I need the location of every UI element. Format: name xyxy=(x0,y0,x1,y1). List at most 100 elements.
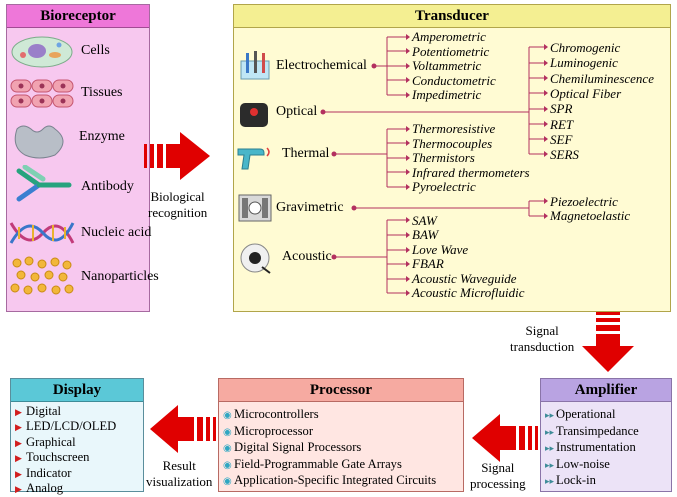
processor-item-label: Microcontrollers xyxy=(234,407,319,421)
bullet-icon: ◉ xyxy=(223,426,232,438)
processor-item: ◉Microprocessor xyxy=(223,424,436,441)
bullet-icon: ◉ xyxy=(223,443,232,454)
arrow-to-processor xyxy=(472,414,538,462)
display-item-label: Graphical xyxy=(26,434,76,449)
caption-line: Signal xyxy=(481,460,515,475)
processor-item: ◉Field-Programmable Gate Arrays xyxy=(223,457,436,474)
transducer-connectors xyxy=(320,34,548,296)
double-chevron-icon: ▸▸ xyxy=(545,410,555,420)
electrochemical-item: Conductometric xyxy=(412,73,496,88)
amplifier-title: Amplifier xyxy=(541,379,671,402)
electrochemical-item: Impedimetric xyxy=(412,87,482,102)
optical-item: SEF xyxy=(550,132,573,147)
triangle-bullet-icon: ▶ xyxy=(15,484,22,495)
amplifier-item: ▸▸Low-noise xyxy=(545,457,639,474)
bioreceptor-title: Bioreceptor xyxy=(7,5,149,28)
gravimetric-item: Magnetoelastic xyxy=(550,208,631,223)
processor-item-label: Digital Signal Processors xyxy=(234,440,362,454)
processor-list: ◉Microcontrollers ◉Microprocessor ◉Digit… xyxy=(223,407,436,490)
bullet-icon: ◉ xyxy=(223,410,232,421)
display-item: ▶LED/LCD/OLED xyxy=(15,419,116,434)
processor-item: ◉Application-Specific Integrated Circuit… xyxy=(223,473,436,490)
caption-line: Result xyxy=(162,458,196,473)
bio-item-enzyme: Enzyme xyxy=(79,129,125,144)
display-item-label: Touchscreen xyxy=(26,450,90,465)
caption-signal-transduction: Signal transduction xyxy=(510,323,574,355)
triangle-bullet-icon: ▶ xyxy=(15,468,22,479)
bio-item-tissues: Tissues xyxy=(81,85,123,100)
electrochemical-icon xyxy=(240,51,270,80)
display-title: Display xyxy=(11,379,143,402)
transducer-box: Transducer xyxy=(233,4,671,312)
amplifier-item: ▸▸Transimpedance xyxy=(545,424,639,441)
optical-item: SPR xyxy=(550,101,573,116)
acoustic-item: Love Wave xyxy=(412,242,469,257)
category-gravimetric: Gravimetric xyxy=(276,200,344,215)
arrow-to-transducer xyxy=(144,132,210,180)
processor-item-label: Microprocessor xyxy=(234,423,314,438)
amplifier-item-label: Lock-in xyxy=(556,473,596,487)
amplifier-box: Amplifier ▸▸Operational ▸▸Transimpedance… xyxy=(540,378,672,492)
display-list: ▶Digital ▶LED/LCD/OLED ▶Graphical ▶Touch… xyxy=(15,404,116,496)
display-item-label: Analog xyxy=(26,481,64,496)
triangle-bullet-icon: ▶ xyxy=(15,407,22,417)
gravimetric-item: Piezoelectric xyxy=(550,194,618,209)
thermometer-icon xyxy=(237,147,270,170)
bioreceptor-box: Bioreceptor Cells Tissues Enzyme Antibod… xyxy=(6,4,159,312)
acoustic-item: BAW xyxy=(412,227,439,242)
processor-item-label: Application-Specific Integrated Circuits xyxy=(234,473,437,487)
caption-line: Signal xyxy=(525,323,559,338)
category-optical: Optical xyxy=(276,104,318,119)
amplifier-item-label: Low-noise xyxy=(556,456,610,471)
processor-title: Processor xyxy=(219,379,463,402)
double-chevron-icon: ▸▸ xyxy=(545,443,555,453)
double-chevron-icon: ▸▸ xyxy=(545,459,555,470)
bullet-icon: ◉ xyxy=(223,476,232,487)
display-item: ▶ Digital xyxy=(15,404,116,419)
display-item-label: Digital xyxy=(26,404,61,418)
optical-item: SERS xyxy=(550,147,579,162)
amplifier-item: ▸▸Operational xyxy=(545,407,639,424)
caption-line: processing xyxy=(470,476,526,491)
triangle-bullet-icon: ▶ xyxy=(15,453,22,464)
nanoparticles-icon xyxy=(10,256,74,295)
double-chevron-icon: ▸▸ xyxy=(545,476,555,486)
electrochemical-item: Amperometric xyxy=(412,29,486,44)
bio-item-cells: Cells xyxy=(81,43,110,58)
optical-icon xyxy=(240,103,268,127)
display-item-label: LED/LCD/OLED xyxy=(26,419,117,434)
amplifier-list: ▸▸Operational ▸▸Transimpedance ▸▸Instrum… xyxy=(545,407,639,490)
bio-item-antibody: Antibody xyxy=(81,179,134,194)
category-thermal: Thermal xyxy=(282,146,330,161)
thermal-item: Thermistors xyxy=(412,150,475,165)
bio-item-nucleic-acid: Nucleic acid xyxy=(81,225,152,240)
transducer-title: Transducer xyxy=(234,5,670,28)
category-acoustic: Acoustic xyxy=(282,249,332,264)
thermal-item: Infrared thermometers xyxy=(412,165,530,180)
dna-icon xyxy=(9,222,75,244)
electrochemical-item: Potentiometric xyxy=(412,44,490,59)
optical-item: Luminogenic xyxy=(550,55,618,70)
display-item: ▶ Graphical xyxy=(15,435,116,450)
arrow-to-amplifier xyxy=(582,312,634,372)
optical-item: Chemiluminescence xyxy=(550,71,654,86)
processor-item-label: Field-Programmable Gate Arrays xyxy=(234,456,402,471)
display-item: ▶ Touchscreen xyxy=(15,450,116,465)
amplifier-item-label: Operational xyxy=(556,407,616,421)
arrow-to-display xyxy=(150,405,216,453)
caption-line: recognition xyxy=(148,205,208,220)
thermal-item: Thermoresistive xyxy=(412,121,496,136)
electrochemical-item: Voltammetric xyxy=(412,58,482,73)
enzyme-icon xyxy=(14,125,64,159)
gravimetric-icon xyxy=(238,194,272,222)
double-chevron-icon: ▸▸ xyxy=(545,426,555,437)
caption-line: visualization xyxy=(146,474,213,489)
tissues-icon xyxy=(10,79,74,108)
triangle-bullet-icon: ▶ xyxy=(15,437,22,448)
caption-line: Biological xyxy=(150,189,205,204)
processor-item: ◉Digital Signal Processors xyxy=(223,440,436,457)
amplifier-item: ▸▸Lock-in xyxy=(545,473,639,490)
acoustic-item: FBAR xyxy=(412,256,444,271)
processor-box: Processor ◉Microcontrollers ◉Microproces… xyxy=(218,378,464,492)
bullet-icon: ◉ xyxy=(223,459,232,471)
